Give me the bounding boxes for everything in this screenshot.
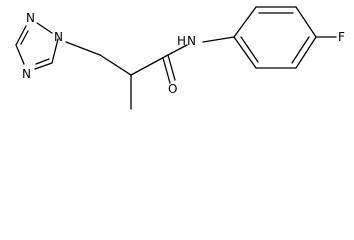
atom-label-oxygen: O <box>168 82 177 96</box>
bond-c-o-double <box>162 57 171 84</box>
bond-ar-inner2 <box>291 36 310 64</box>
bond-nh-aryl <box>202 36 235 43</box>
bond-ar3 <box>295 6 317 38</box>
atom-label-fluorine: F <box>338 30 345 44</box>
bond-ar1 <box>233 6 257 38</box>
triazole-ring <box>15 22 59 70</box>
bond-n4-c3 <box>15 44 25 65</box>
bond-ar6 <box>233 36 257 69</box>
bond-n2-n1 <box>36 22 53 34</box>
bond-ar-inner3 <box>240 36 259 63</box>
atom-label-amide-n: N <box>187 34 196 48</box>
bond-n1-c5 <box>51 38 59 64</box>
bond-c5-n4 <box>34 62 53 70</box>
bond-c-nh <box>167 44 188 56</box>
atom-label-n4: N <box>22 67 31 81</box>
bond-c3-n2 <box>15 25 27 46</box>
bond-c3-n2-double <box>20 30 29 45</box>
bond-ch-carbonyl <box>130 54 169 76</box>
atom-label-n2: N <box>26 11 35 25</box>
bond-c-o <box>167 54 176 81</box>
bond-ch2-ch <box>99 54 132 76</box>
atom-label-amide-h: H <box>177 34 186 48</box>
bond-n1-ch2 <box>65 41 101 56</box>
bond-c5-n4-double <box>35 58 50 65</box>
atom-label-n1: N <box>54 30 63 44</box>
structure-diagram: N N N N H O F <box>15 6 345 110</box>
bond-ar4 <box>295 36 317 69</box>
alkyl-chain <box>65 36 235 110</box>
phenyl-ring <box>233 6 337 69</box>
